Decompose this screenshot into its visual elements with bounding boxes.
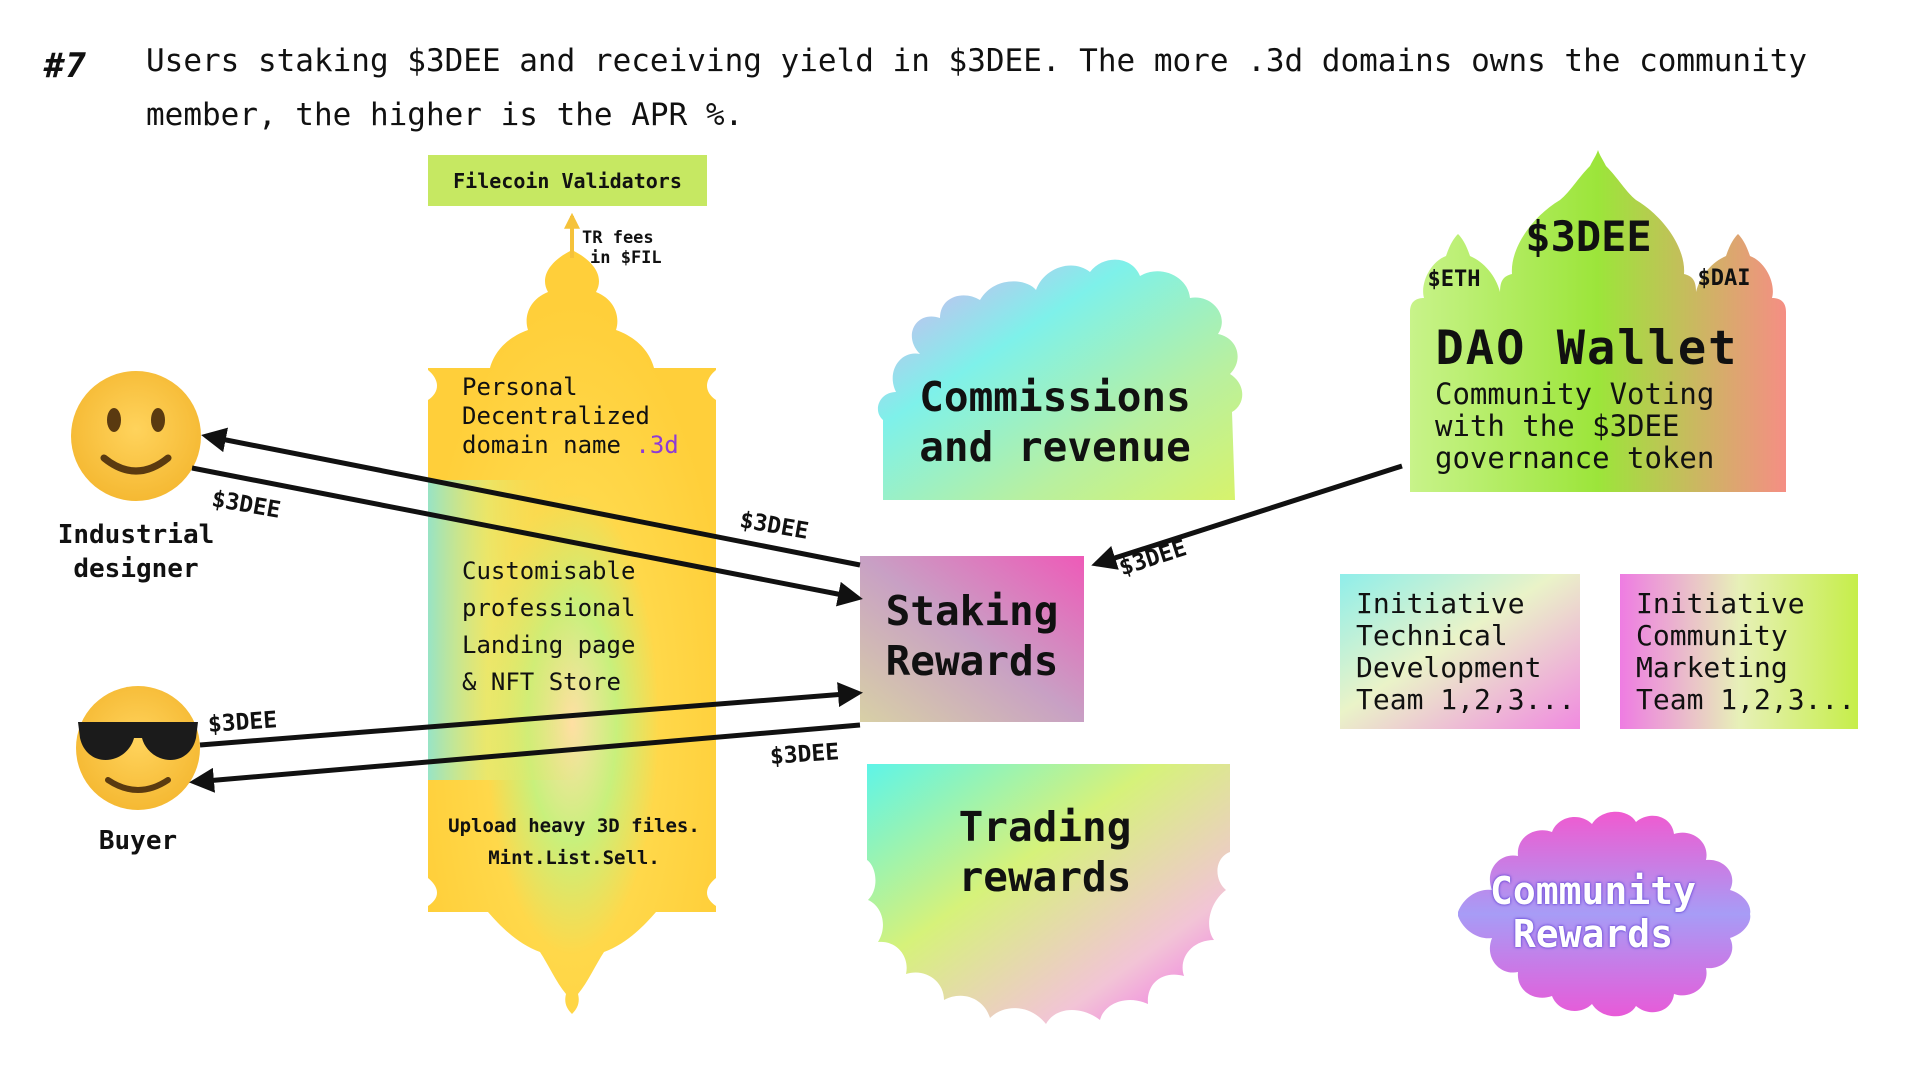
community-rewards-blob	[1458, 811, 1751, 1017]
init-tech-line-2: Technical	[1356, 619, 1508, 652]
trading-cloud	[867, 764, 1230, 1024]
upload-text: Upload heavy 3D files. Mint.List.Sell.	[432, 810, 716, 874]
landing-line-2: professional	[462, 594, 636, 622]
landing-page-text: Customisable professional Landing page &…	[462, 553, 635, 701]
trading-line-2: rewards	[958, 853, 1132, 901]
domain-name-text: Personal Decentralized domain name .3d	[462, 373, 679, 460]
domain-tld: .3d	[635, 431, 679, 459]
fee-note-line-1: TR fees	[582, 228, 654, 248]
sunglasses-face-icon	[76, 686, 200, 810]
amount-buyer-in: $3DEE	[769, 739, 840, 770]
upload-line-1: Upload heavy 3D files.	[448, 815, 700, 837]
headline-line-2: member, the higher is the APR %.	[146, 97, 744, 133]
init-tech-line-4: Team 1,2,3...	[1356, 683, 1576, 716]
flow-arrows	[189, 427, 1403, 793]
dao-desc-line-3: governance token	[1435, 441, 1715, 475]
init-mkt-line-3: Marketing	[1636, 651, 1788, 684]
arrow-stake-to-designer	[201, 427, 861, 568]
staking-line-2: Rewards	[885, 637, 1059, 685]
domain-line-3-text: domain name	[462, 431, 621, 459]
landing-line-1: Customisable	[462, 557, 636, 585]
buyer-label: Buyer	[98, 826, 178, 856]
arrow-buyer-to-stake	[199, 682, 863, 748]
init-tech-line-3: Development	[1356, 651, 1542, 684]
smiley-face-icon	[71, 371, 201, 501]
fee-note-line-2: in $FIL	[590, 248, 662, 268]
commissions-line-2: and revenue	[919, 423, 1191, 471]
community-rewards-label: Community Rewards	[1458, 870, 1728, 956]
dome-dai-label: $DAI	[1697, 266, 1751, 291]
commissions-label: Commissions and revenue	[890, 372, 1220, 472]
dao-desc-line-1: Community Voting	[1435, 377, 1715, 411]
step-number: #7	[44, 46, 87, 86]
landing-line-3: Landing page	[462, 631, 636, 659]
headline-line-1: Users staking $3DEE and receiving yield …	[146, 43, 1808, 79]
arrow-stake-to-buyer	[189, 722, 861, 793]
arrow-designer-to-stake	[191, 465, 863, 607]
community-rewards-line-2: Rewards	[1512, 912, 1674, 956]
staking-line-1: Staking	[885, 587, 1059, 635]
dome-eth-label: $ETH	[1427, 267, 1481, 292]
trading-line-1: Trading	[958, 803, 1132, 851]
trading-label: Trading rewards	[890, 802, 1200, 902]
domain-line-3: domain name .3d	[462, 431, 679, 460]
domain-line-2: Decentralized	[462, 402, 650, 430]
staking-box	[860, 556, 1084, 722]
initiative-marketing-box	[1620, 574, 1858, 729]
fee-note: TR fees in $FIL	[582, 228, 662, 268]
staking-label: Staking Rewards	[860, 586, 1084, 686]
community-rewards-line-1: Community	[1490, 869, 1696, 913]
init-mkt-line-1: Initiative	[1636, 587, 1805, 620]
arrow-dao-to-stake	[1091, 463, 1403, 570]
landing-line-4: & NFT Store	[462, 668, 621, 696]
domain-line-1: Personal	[462, 373, 578, 401]
headline: Users staking $3DEE and receiving yield …	[146, 34, 1906, 142]
commissions-line-1: Commissions	[919, 373, 1191, 421]
designer-label-line-1: Industrial	[57, 520, 215, 550]
dao-desc-line-2: with the $3DEE	[1435, 409, 1680, 443]
init-mkt-line-4: Team 1,2,3...	[1636, 683, 1856, 716]
initiative-technical-text: Initiative Technical Development Team 1,…	[1356, 588, 1575, 716]
dao-wallet-building	[1410, 150, 1786, 492]
designer-label-line-2: designer	[73, 554, 199, 584]
dao-wallet-title: DAO Wallet	[1435, 321, 1739, 376]
initiative-marketing-text: Initiative Community Marketing Team 1,2,…	[1636, 588, 1855, 716]
designer-label: Industrial designer	[30, 518, 242, 586]
amount-buyer-out: $3DEE	[207, 707, 278, 738]
init-mkt-line-2: Community	[1636, 619, 1788, 652]
filecoin-validators-box: Filecoin Validators	[428, 155, 707, 206]
initiative-technical-box	[1340, 574, 1580, 729]
dao-description: Community Voting with the $3DEE governan…	[1435, 378, 1714, 474]
commissions-cloud	[877, 259, 1243, 500]
dome-3dee-label: $3DEE	[1525, 212, 1652, 261]
upload-line-2: Mint.List.Sell.	[488, 847, 660, 869]
init-tech-line-1: Initiative	[1356, 587, 1525, 620]
domain-tower	[428, 250, 716, 1014]
